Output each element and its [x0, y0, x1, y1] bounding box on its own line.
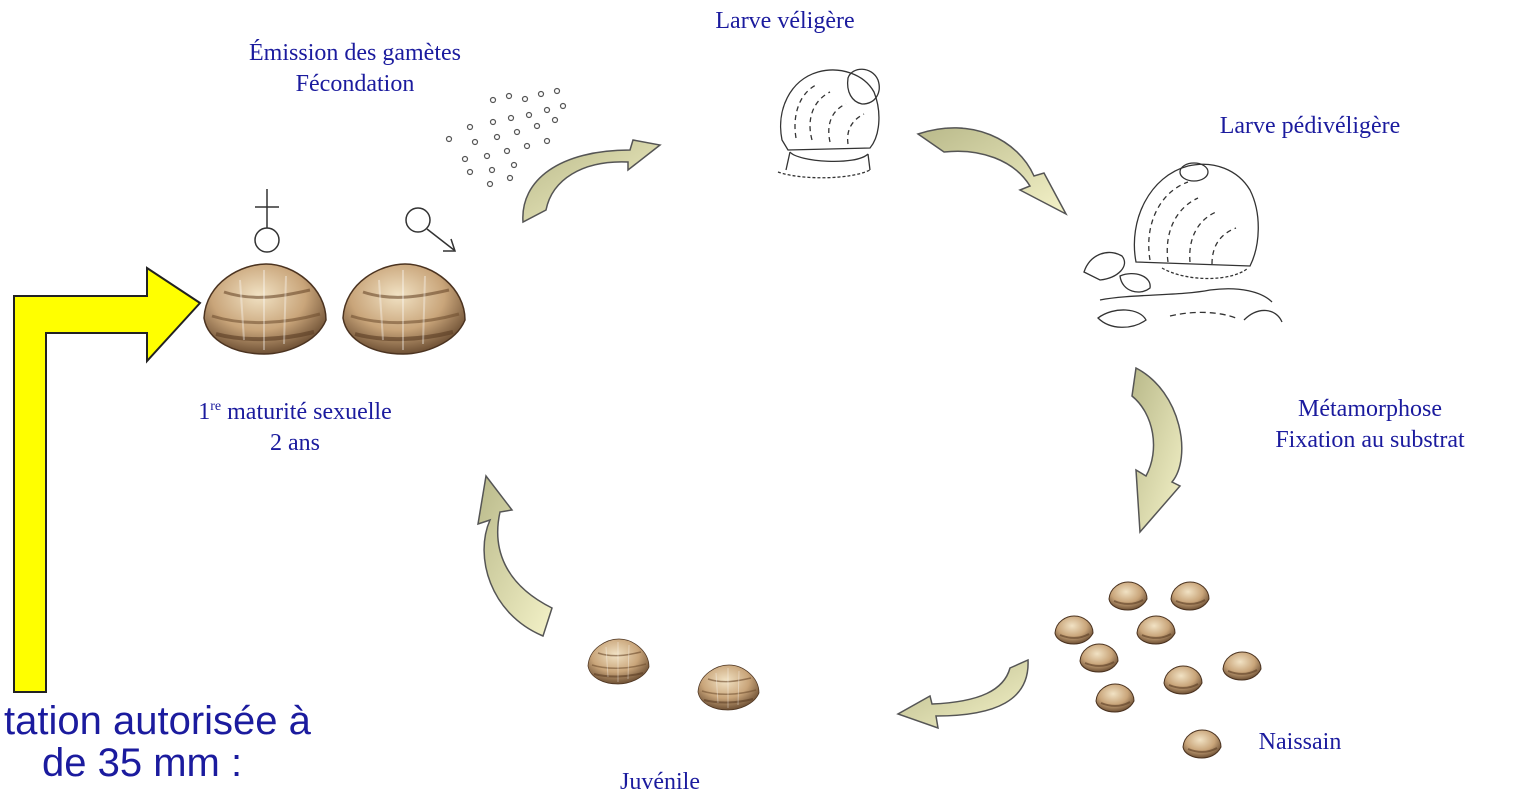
spat-shells — [1055, 582, 1261, 758]
arrow-spat-to-juvenile — [898, 660, 1028, 728]
maturity-age: 2 ans — [130, 428, 460, 459]
exploitation-text-line2: de 35 mm : — [4, 742, 311, 784]
metamorphosis-label-line2: Fixation au substrat — [1210, 425, 1530, 456]
maturity-label: 1re maturité sexuelle 2 ans — [130, 397, 460, 459]
adult-shell-male — [343, 264, 465, 354]
veliger-larva-illustration — [778, 69, 879, 178]
arrow-veliger-to-pediveliger — [918, 128, 1066, 214]
exploitation-text: tation autorisée à de 35 mm : — [4, 700, 311, 784]
maturity-label-line1: 1re maturité sexuelle — [130, 397, 460, 428]
male-symbol-icon — [406, 208, 455, 251]
arrow-juvenile-to-maturity — [478, 476, 552, 636]
arrow-gametes-to-veliger — [523, 140, 660, 222]
metamorphosis-label-line1: Métamorphose — [1210, 394, 1530, 425]
gametes-label-line2: Fécondation — [180, 69, 530, 100]
pediveliger-larva-illustration — [1084, 163, 1282, 327]
arrow-pediveliger-to-metamorphosis — [1132, 368, 1182, 532]
veliger-label: Larve véligère — [660, 6, 910, 37]
female-symbol-icon — [255, 189, 279, 252]
juvenile-label: Juvénile — [580, 767, 740, 798]
pediveliger-label: Larve pédivéligère — [1160, 111, 1460, 142]
gametes-label-line1: Émission des gamètes — [180, 38, 530, 69]
maturity-superscript: re — [210, 399, 221, 414]
exploitation-arrow — [14, 268, 200, 692]
metamorphosis-label: Métamorphose Fixation au substrat — [1210, 394, 1530, 456]
juvenile-shells — [588, 639, 759, 710]
spat-label: Naissain — [1240, 727, 1360, 758]
gametes-label: Émission des gamètes Fécondation — [180, 38, 530, 100]
adult-shell-female — [204, 264, 326, 354]
exploitation-text-line1: tation autorisée à — [4, 700, 311, 742]
